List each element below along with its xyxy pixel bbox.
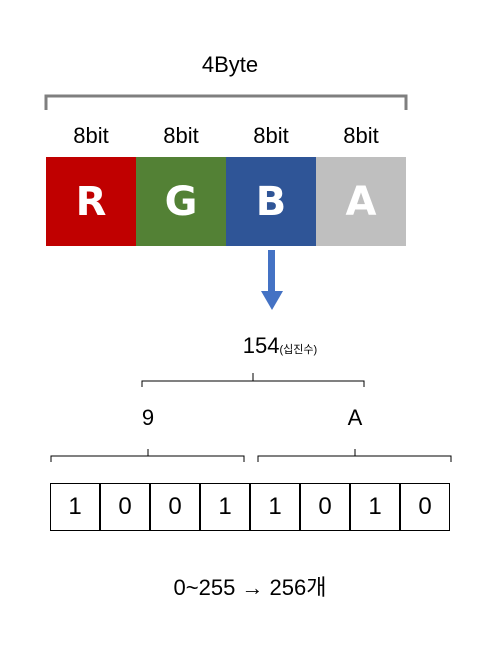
decimal-value-label: 154(십진수) [200,335,360,357]
channel-letter: B [255,178,287,225]
byte-brace [44,94,408,110]
hex-digit: 9 [141,405,155,430]
bit-cell: 1 [250,483,300,531]
decimal-note: (십진수) [279,344,318,356]
hex-digit: A [347,405,363,430]
bit-cell: 0 [150,483,200,531]
bit-cell: 0 [400,483,450,531]
decimal-brace [141,373,365,387]
channel-b-block: B [226,157,316,246]
channel-letter: G [164,178,198,225]
channel-g-block: G [136,157,226,246]
range-summary: 0~255 → 256개 [173,575,327,600]
channel-r-block: R [46,157,136,246]
channel-letter: A [345,178,377,225]
bit-cell: 1 [200,483,250,531]
channel-bits-label: 8bit [163,123,199,148]
decimal-value: 154 [242,333,280,358]
total-size-label: 4Byte [201,52,259,77]
channel-bits-label: 8bit [73,123,109,148]
bit-cell: 1 [50,483,100,531]
nibble-brace-left [50,449,245,462]
bit-cell: 0 [300,483,350,531]
nibble-brace-right [257,449,452,462]
channel-letter: R [75,178,107,225]
channel-bits-label: 8bit [343,123,379,148]
channel-bits-label: 8bit [253,123,289,148]
channel-a-block: A [316,157,406,246]
down-arrow-icon [261,250,283,310]
bit-cell: 1 [350,483,400,531]
bit-cell: 0 [100,483,150,531]
